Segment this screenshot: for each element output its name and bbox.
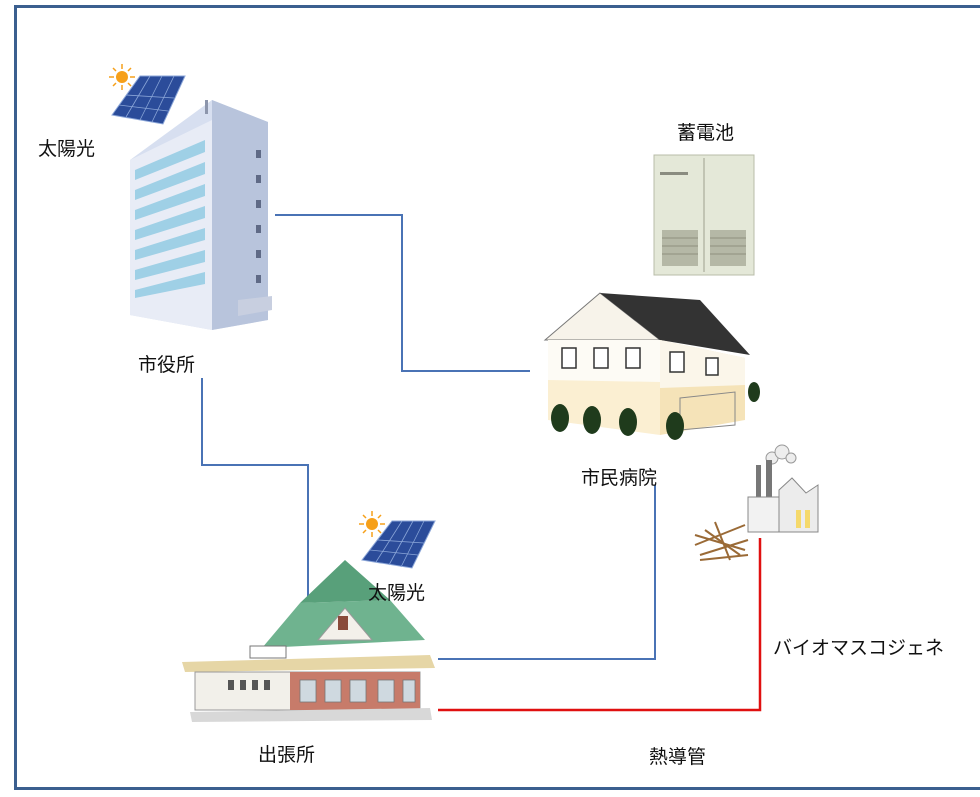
city-hall-label: 市役所: [138, 354, 196, 376]
biomass-label: バイオマスコジェネ: [773, 637, 945, 659]
solar-panel-bottom-icon: [359, 511, 436, 569]
power-line-cityhall-hospital: [275, 214, 530, 372]
branch-office-label: 出張所: [258, 744, 316, 766]
branch-office-building-icon: [182, 560, 435, 722]
solar-top-label: 太陽光: [38, 138, 96, 160]
power-lines: [201, 214, 656, 660]
hospital-label: 市民病院: [581, 467, 658, 489]
sun-icon: [359, 511, 385, 537]
city-hall-building-icon: [130, 100, 272, 330]
sun-icon: [109, 64, 135, 90]
hospital-building-icon: [543, 292, 760, 440]
wood-pile-icon: [694, 521, 749, 561]
power-line-branch-hospital: [438, 485, 656, 660]
battery-cabinet-icon: [653, 154, 755, 276]
solar-panel-top-icon: [109, 64, 186, 125]
battery-label: 蓄電池: [677, 122, 735, 144]
diagram-frame: [14, 5, 980, 790]
solar-bottom-label: 太陽光: [368, 582, 426, 604]
heat-pipe-label: 熱導管: [649, 746, 707, 768]
power-line-cityhall-branch: [201, 378, 309, 597]
biomass-plant-icon: [694, 444, 819, 561]
heat-pipe-line: [438, 538, 762, 712]
